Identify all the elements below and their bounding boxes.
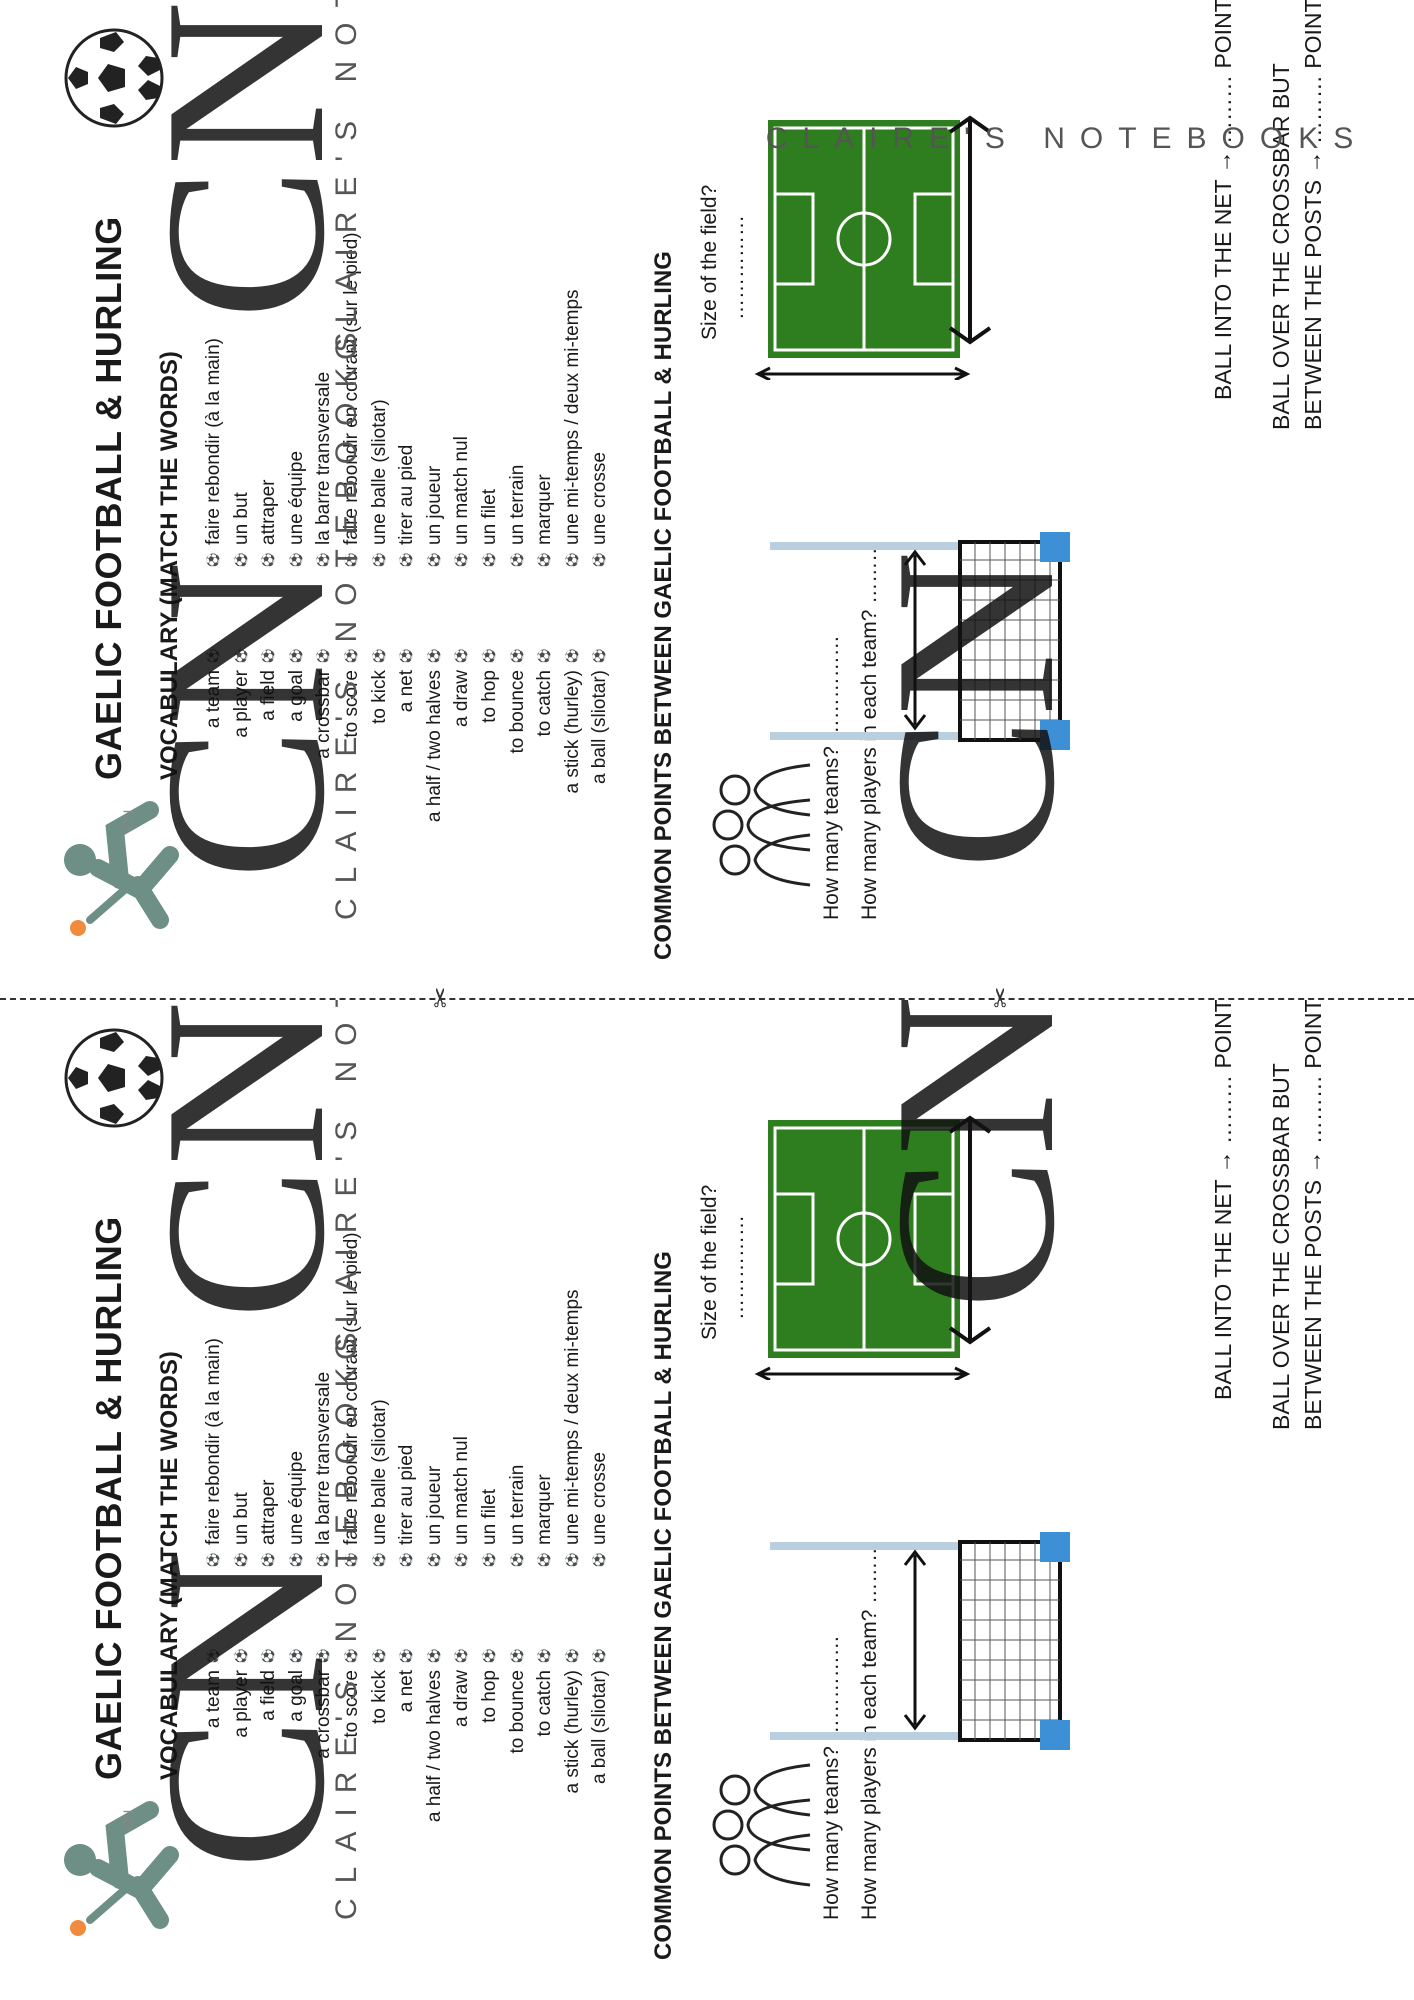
english-word: a stick (hurley) [561,1670,583,1794]
english-word: a half / two halves [423,1670,445,1823]
english-word: to catch [534,670,556,737]
english-word: a draw [451,1670,473,1728]
watermark-text: CLAIRE'S NOTEBOOKS [765,121,1369,155]
cut-line [0,998,1414,1000]
goal-posts [770,1532,1070,1750]
french-word: un filet [478,1489,500,1545]
players-icon [712,763,811,887]
watermark-logo: CN [117,1000,372,1320]
watermark-logo: CN [117,560,372,880]
hurler-icon [64,801,179,936]
watermark-logo: CN [117,0,372,320]
english-word: to hop [478,1670,500,1723]
english-word: a half / two halves [423,670,445,823]
french-word: un filet [478,489,500,545]
english-word: a ball (sliotar) [589,1670,611,1785]
english-word: to hop [478,670,500,723]
watermark-logo: CN [117,1550,372,1870]
field-width-arrow [948,115,992,345]
french-word: une mi-temps / deux mi-temps [561,1289,583,1545]
english-word: a ball (sliotar) [589,670,611,785]
worksheet-copy-top: CN GAELIC FOOTBALL & HURLING VOCABULARY … [64,0,1369,960]
crossbar-text-line2: BETWEEN THE POSTS → ……… POINTS [1300,0,1326,430]
watermark-logo: CN [847,550,1102,870]
crossbar-text-line2: BETWEEN THE POSTS → ……… POINTS [1300,1000,1326,1430]
french-word: un terrain [506,1464,528,1545]
common-points-heading: COMMON POINTS BETWEEN GAELIC FOOTBALL & … [650,1251,677,1960]
english-word: a draw [451,670,473,728]
english-word: to catch [534,1670,556,1737]
net-points-text: BALL INTO THE NET → ……… POINTS [1210,1000,1236,1400]
field-width-arrow [948,1115,992,1345]
soccer-ball-icon [64,28,164,128]
french-word: une crosse [589,1452,611,1545]
watermark-text: CLAIRE'S NOTEBOOKS [330,1000,363,1360]
crossbar-text-line1: BALL OVER THE CROSSBAR BUT [1268,63,1294,430]
football-field [754,1120,971,1380]
english-word: to bounce [506,1670,528,1754]
crossbar-text-line1: BALL OVER THE CROSSBAR BUT [1268,1063,1294,1430]
english-word: a net [396,670,418,713]
scissors-icon: ✂ [985,986,1016,1009]
french-word: tirer au pied [396,444,418,545]
players-icon [712,1763,811,1887]
watermark-text: CLAIRE'S NOTEBOOKS [330,1317,363,1920]
watermark-text: CLAIRE'S NOTEBOOKS [330,0,363,360]
soccer-ball-icon [64,1028,164,1128]
french-word: marquer [534,474,556,545]
english-word: a stick (hurley) [561,670,583,794]
goal-posts [770,532,1070,750]
french-word: une crosse [589,452,611,545]
french-word: un match nul [451,1436,473,1545]
french-word: un terrain [506,464,528,545]
english-word: a net [396,1670,418,1713]
french-word: un joueur [423,465,445,545]
common-points-heading: COMMON POINTS BETWEEN GAELIC FOOTBALL & … [650,251,677,960]
question-field-size: Size of the field? [698,184,721,340]
watermark-text: CLAIRE'S NOTEBOOKS [330,317,363,920]
french-word: marquer [534,1474,556,1545]
english-word: to bounce [506,670,528,754]
french-word: une mi-temps / deux mi-temps [561,289,583,545]
worksheet-copy-bottom: CN GAELIC FOOTBALL & HURLING VOCABULARY … [0,1000,1414,2000]
football-field [754,120,971,380]
french-word: un match nul [451,436,473,545]
watermark-logo: CN [847,1000,1102,1310]
question-field-size: Size of the field? [698,1184,721,1340]
french-word: un joueur [423,1465,445,1545]
hurler-icon [64,1801,179,1936]
net-points-text: BALL INTO THE NET → ……… POINTS [1210,0,1236,400]
french-word: tirer au pied [396,1444,418,1545]
scissors-icon: ✂ [425,986,456,1009]
